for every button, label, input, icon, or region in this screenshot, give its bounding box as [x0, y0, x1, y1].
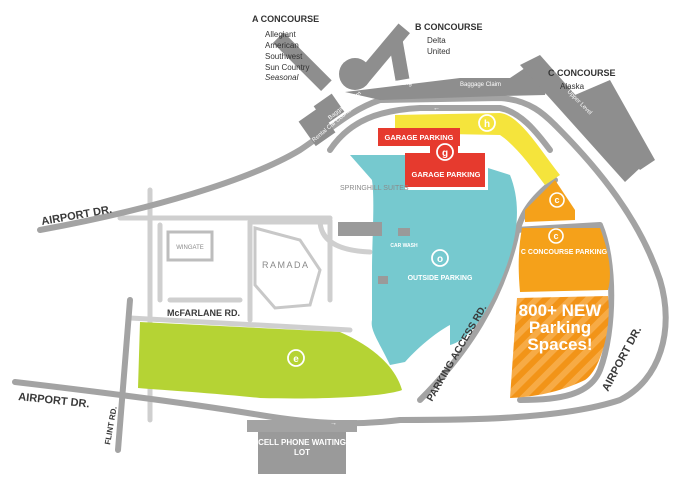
lot-c-letter-2: c: [553, 231, 558, 241]
concourse-b-airline: Delta: [427, 36, 446, 45]
ticketing-label-1: Ticketing: [388, 81, 412, 87]
cell-phone-label-box: CELL PHONE WAITING LOT: [258, 438, 346, 457]
concourse-b-title: B CONCOURSE: [415, 22, 483, 32]
lot-h-marker[interactable]: [478, 114, 496, 132]
direction-arrows: ← ← ← → → ↘: [96, 105, 603, 427]
concourse-a-airline: Southwest: [265, 52, 303, 61]
car-wash-label: CAR WASH: [390, 243, 418, 249]
concourse-a-legend: A CONCOURSE Allegiant American Southwest…: [252, 14, 319, 82]
lot-c-marker-2[interactable]: [548, 228, 564, 244]
wingate-label: WINGATE: [176, 245, 204, 251]
garage-parking[interactable]: GARAGE PARKING g GARAGE PARKING: [378, 128, 485, 187]
concourse-a-title: A CONCOURSE: [252, 14, 319, 24]
cell-phone-label: CELL PHONE WAITING LOT: [258, 438, 346, 457]
c-concourse-parking-lower[interactable]: [518, 228, 610, 292]
lot-h-letter: h: [484, 119, 490, 130]
lot-g-marker[interactable]: [436, 143, 454, 161]
concourse-b-airline: United: [427, 47, 450, 56]
hotel-springhill: SPRINGHILL SUITES: [338, 185, 409, 236]
concourse-a-airline: Allegiant: [265, 30, 296, 39]
svg-text:←: ←: [232, 208, 239, 215]
promo-label-box: 800+ NEW Parking Spaces!: [518, 302, 602, 354]
promo-label: 800+ NEW Parking Spaces!: [518, 302, 602, 354]
baggage-claim-label-1: Baggage Claim: [460, 82, 501, 88]
lot-o-letter: o: [437, 254, 443, 265]
ramada-label: RAMADA: [262, 260, 310, 270]
terminal-building: [273, 23, 655, 182]
road-label-airport-dr-south: AIRPORT DR.: [18, 391, 90, 410]
new-parking-area[interactable]: [510, 296, 609, 398]
c-concourse-parking-label-box: C CONCOURSE PARKING: [520, 249, 608, 256]
outside-parking-label: OUTSIDE PARKING: [408, 275, 473, 282]
springhill-label: SPRINGHILL SUITES: [340, 185, 409, 192]
concourse-c-airline: Alaska: [560, 82, 585, 91]
lot-g-letter: g: [442, 148, 448, 159]
concourse-c-legend: C CONCOURSE Alaska: [548, 68, 616, 91]
concourse-a-seasonal: Seasonal: [265, 73, 299, 82]
lot-e-letter: e: [293, 354, 299, 365]
concourse-c-title: C CONCOURSE: [548, 68, 616, 78]
lot-e-area[interactable]: [138, 322, 402, 399]
lot-c-letter-1: c: [554, 195, 559, 205]
concourse-b-legend: B CONCOURSE Delta United: [415, 22, 483, 56]
cell-phone-waiting-lot[interactable]: CELL PHONE WAITING LOT: [247, 420, 357, 474]
svg-text:←: ←: [433, 105, 440, 112]
garage-label-1: GARAGE PARKING: [384, 133, 453, 142]
garage-label-2: GARAGE PARKING: [411, 170, 480, 179]
concourse-a-airline: Sun Country: [265, 63, 309, 72]
hotel-wingate: WINGATE: [166, 230, 214, 262]
building-icon: [378, 276, 388, 284]
svg-text:→: →: [596, 377, 603, 384]
car-wash-building: [398, 228, 410, 236]
concourse-a-airline: American: [265, 41, 299, 50]
lot-c-marker-1[interactable]: [549, 192, 565, 208]
road-label-mcfarlane: McFARLANE RD.: [167, 308, 240, 318]
outside-parking-area[interactable]: [350, 155, 517, 365]
svg-text:←: ←: [96, 224, 103, 231]
lot-e-marker[interactable]: [287, 349, 305, 367]
svg-text:↘: ↘: [528, 115, 534, 122]
c-concourse-parking-label: C CONCOURSE PARKING: [520, 249, 608, 256]
svg-text:→: →: [330, 420, 337, 427]
hotel-ramada: RAMADA: [253, 226, 322, 310]
lot-o-marker[interactable]: [431, 249, 449, 267]
